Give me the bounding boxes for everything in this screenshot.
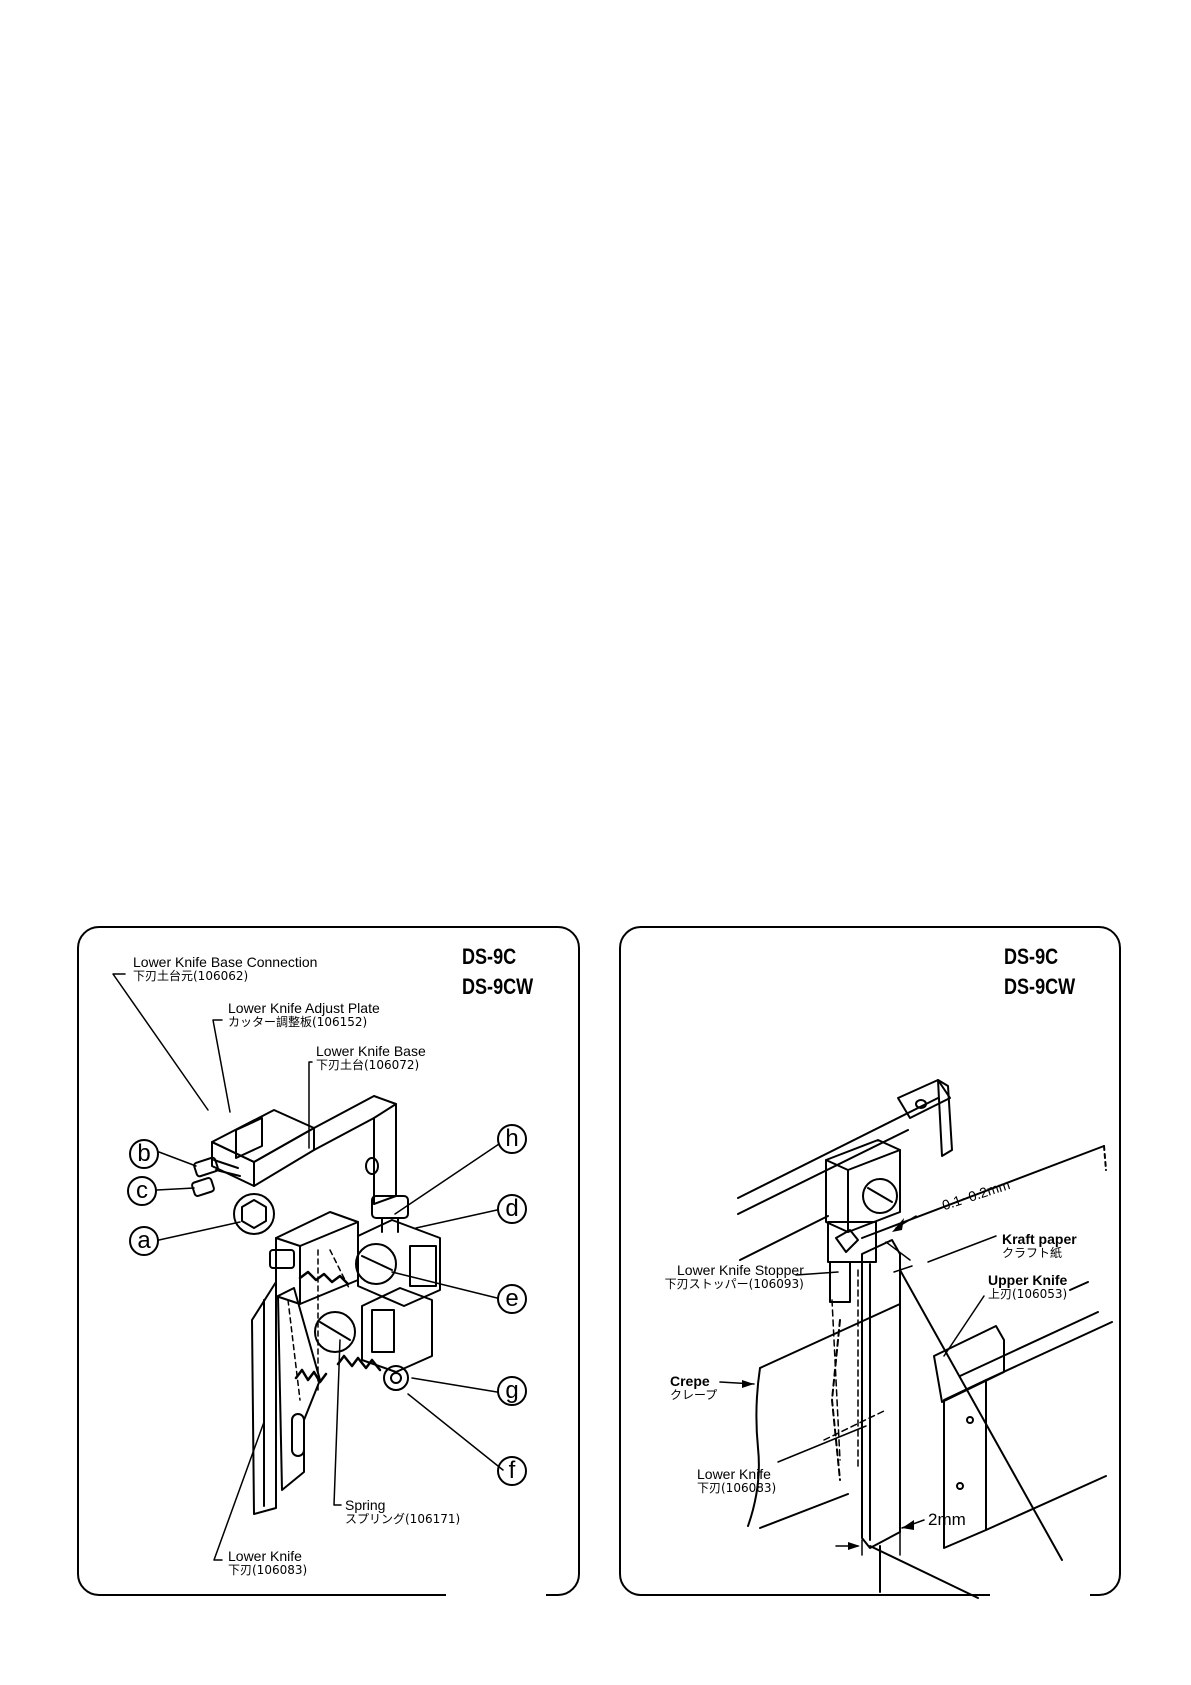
dimension-width: 2mm: [928, 1510, 966, 1529]
callout-b: b: [129, 1139, 159, 1169]
model-ds9cw: DS-9CW: [462, 973, 534, 999]
label-kraft: Kraft paper クラフト紙: [1002, 1231, 1077, 1261]
model-ds9cw-right: DS-9CW: [1004, 973, 1076, 999]
callout-d: d: [497, 1194, 527, 1224]
bolt-a: [233, 1193, 275, 1235]
label-upper-knife: Upper Knife 上刃(106053): [988, 1272, 1068, 1302]
arrowheads: [742, 1218, 914, 1550]
panel-frame-gap: [446, 1592, 546, 1600]
left-diagram-panel: [77, 926, 580, 1596]
stopper-bracket: [825, 1139, 901, 1303]
callout-c: c: [127, 1176, 157, 1206]
upper-knife: [933, 1281, 1113, 1549]
callout-f: f: [497, 1456, 527, 1486]
label-adjust-plate: Lower Knife Adjust Plate カッター調整板(106152): [228, 1000, 380, 1030]
lower-knife-blade: [251, 1249, 321, 1515]
callout-g: g: [497, 1376, 527, 1406]
screw-e: [355, 1243, 397, 1285]
nut-g: [383, 1365, 409, 1391]
label-knife-base: Lower Knife Base 下刃土台(106072): [316, 1043, 426, 1073]
bolt-h: [371, 1195, 409, 1233]
model-names-right: DS-9C DS-9CW: [1004, 942, 1075, 1001]
bolt-c: [191, 1177, 215, 1197]
cutter-frame-bar: [737, 1079, 953, 1261]
model-names-left: DS-9C DS-9CW: [462, 942, 533, 1001]
callout-e: e: [497, 1284, 527, 1314]
bolt-b: [193, 1156, 241, 1178]
lower-knife-blade-right: [861, 1239, 1063, 1599]
label-spring: Spring スプリング(106171): [345, 1497, 461, 1527]
callout-a: a: [129, 1226, 159, 1256]
springs: [294, 1270, 382, 1384]
model-ds9c: DS-9C: [462, 944, 517, 969]
label-stopper: Lower Knife Stopper 下刃ストッパー(106093): [664, 1262, 804, 1292]
hidden-lines: [287, 1249, 351, 1401]
callout-h: h: [497, 1124, 527, 1154]
label-lower-knife-left: Lower Knife 下刃(106083): [228, 1548, 308, 1578]
screw-middle: [314, 1311, 356, 1353]
label-base-connection: Lower Knife Base Connection 下刃土台元(106062…: [133, 954, 318, 984]
panel-frame-gap-right: [990, 1592, 1090, 1600]
label-crepe: Crepe クレープ: [670, 1373, 718, 1403]
model-ds9c-right: DS-9C: [1004, 944, 1059, 969]
hidden-lines-right: [823, 1269, 887, 1471]
crepe-sheet: [747, 1303, 901, 1529]
